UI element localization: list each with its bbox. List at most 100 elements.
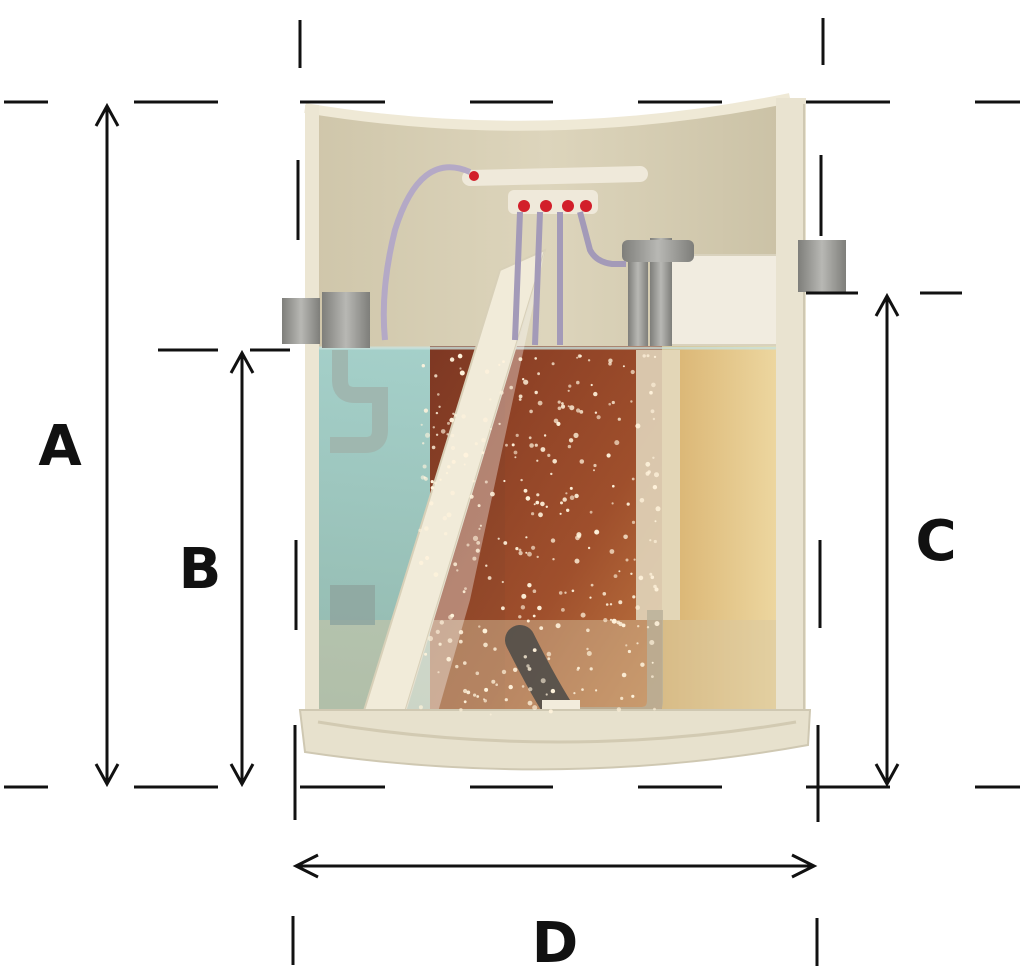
air-bubble — [463, 700, 467, 704]
air-bubble — [529, 409, 533, 414]
outlet-pipe-icon — [798, 240, 846, 292]
air-bubble — [586, 651, 592, 656]
air-bubble — [577, 354, 582, 358]
air-bubble — [499, 390, 504, 395]
sludge-pipe — [330, 585, 375, 625]
air-bubble — [485, 564, 488, 567]
air-bubble — [640, 662, 645, 667]
tank-wall-right — [776, 98, 806, 730]
air-bubble — [490, 491, 495, 497]
air-bubble — [649, 539, 652, 542]
air-bubble — [484, 687, 489, 692]
air-bubble — [569, 405, 575, 411]
air-bubble — [518, 398, 522, 401]
air-bubble — [652, 417, 656, 421]
air-bubble — [522, 378, 525, 381]
air-bubble — [532, 589, 537, 593]
air-bubble — [638, 575, 644, 581]
air-bubble — [559, 512, 562, 515]
air-bubble — [487, 576, 492, 580]
air-bubble — [573, 432, 579, 438]
air-bubble — [626, 502, 630, 506]
air-bubble — [540, 501, 545, 507]
label-c: C — [915, 509, 956, 574]
air-bubble — [614, 440, 620, 446]
dimension-a — [94, 102, 120, 788]
air-bubble — [445, 471, 449, 475]
air-bubble — [567, 444, 572, 449]
tank-base — [298, 709, 812, 771]
dimension-d — [292, 853, 818, 879]
air-bubble — [528, 687, 533, 692]
air-bubble — [589, 510, 593, 514]
air-bubble — [618, 570, 621, 573]
air-bubble — [489, 398, 492, 401]
air-bubble — [625, 558, 629, 562]
air-bubble — [567, 389, 570, 392]
air-bubble — [609, 603, 613, 606]
air-bubble — [527, 583, 532, 588]
air-bubble — [432, 426, 435, 429]
air-bubble — [618, 621, 623, 627]
air-bubble — [537, 400, 543, 406]
dimension-guides — [4, 18, 1020, 966]
air-bubble — [440, 429, 446, 434]
air-bubble — [579, 410, 584, 414]
air-bubble — [627, 649, 632, 654]
air-bubble — [527, 667, 532, 671]
air-bubble — [450, 490, 455, 496]
air-bubble — [535, 500, 540, 505]
air-bubble — [456, 569, 459, 572]
air-bubble — [505, 443, 508, 447]
air-bubble — [560, 404, 566, 409]
air-bubble — [540, 678, 546, 684]
air-bubble — [574, 558, 580, 564]
air-bubble — [435, 629, 440, 635]
air-bubble — [503, 479, 506, 483]
air-bubble — [650, 575, 655, 580]
air-bubble — [580, 612, 586, 618]
air-bubble — [476, 541, 481, 545]
air-bubble — [482, 628, 488, 634]
air-bubble — [435, 411, 439, 415]
air-bubble — [526, 664, 530, 668]
air-bubble — [483, 699, 487, 703]
air-bubble — [551, 362, 555, 366]
air-bubble — [589, 667, 593, 671]
air-bubble — [446, 656, 452, 662]
air-bubble — [503, 541, 508, 545]
air-bubble — [450, 445, 456, 451]
air-bubble — [489, 428, 492, 430]
air-bubble — [632, 595, 636, 599]
air-bubble — [501, 580, 504, 584]
air-bubble — [550, 472, 553, 476]
air-bubble — [430, 480, 434, 484]
label-d: D — [532, 911, 578, 976]
air-bubble — [574, 493, 579, 499]
air-bubble — [652, 485, 658, 490]
air-bubble — [469, 494, 474, 499]
air-bubble — [561, 402, 564, 405]
air-bubble — [424, 526, 429, 531]
air-bubble — [498, 363, 501, 366]
air-bubble — [523, 488, 528, 493]
label-a: A — [38, 414, 82, 479]
air-bubble — [458, 630, 464, 635]
air-bubble — [605, 603, 609, 606]
air-bubble — [539, 626, 544, 630]
air-bubble — [493, 647, 497, 651]
valve-5 — [469, 171, 479, 181]
air-bubble — [515, 547, 519, 551]
air-bubble — [587, 546, 591, 550]
air-bubble — [472, 479, 475, 483]
air-bubble — [550, 688, 556, 694]
air-bubble — [472, 535, 479, 542]
air-bubble — [557, 400, 561, 404]
air-bubble — [459, 370, 465, 376]
air-bubble — [509, 385, 513, 390]
air-bubble — [422, 442, 425, 445]
air-bubble — [630, 572, 633, 575]
air-bubble — [518, 548, 522, 552]
air-bubble — [531, 545, 536, 550]
inlet-elbow — [330, 350, 388, 453]
